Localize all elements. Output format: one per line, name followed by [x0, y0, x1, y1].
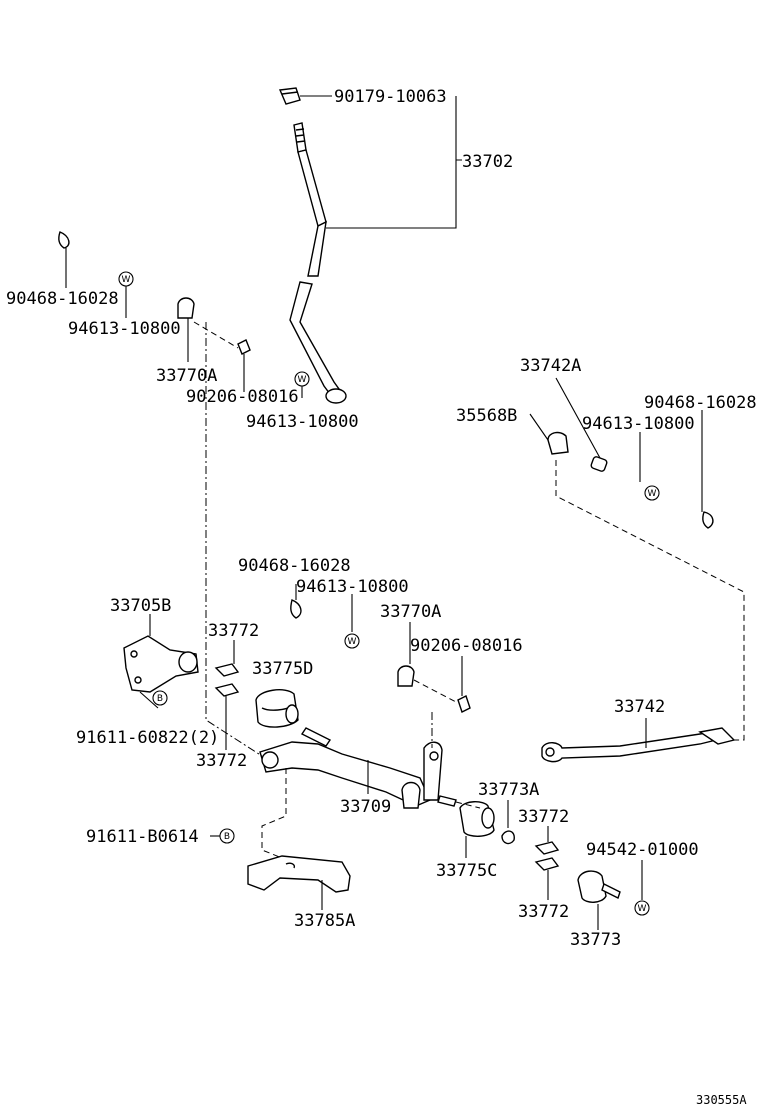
assembly-line-upper-left — [193, 321, 239, 349]
bracket-33705B — [123, 635, 199, 693]
svg-text:B: B — [157, 694, 163, 704]
clip-33772-left-upper — [214, 663, 240, 677]
label-33772-left-upper: 33772 — [208, 621, 259, 641]
label-90468-16028-left: 90468-16028 — [6, 289, 119, 309]
washer-badge-94613-a: W — [118, 271, 134, 287]
leader-33702 — [326, 96, 462, 229]
label-94613-10800-middle: 94613-10800 — [296, 577, 409, 597]
label-90206-08016-lower: 90206-08016 — [410, 636, 523, 656]
clip-33772-right-upper — [534, 841, 560, 855]
bushing-35568B — [547, 431, 569, 455]
bushing-33770A-upper — [177, 297, 195, 362]
label-94613-10800-right: 94613-10800 — [582, 414, 695, 434]
figure-code: 330555A — [696, 1093, 747, 1107]
svg-text:W: W — [638, 904, 647, 914]
bracket-33785A — [247, 855, 351, 893]
washer-badge-94613-b: W — [294, 371, 310, 387]
label-90468-16028-middle: 90468-16028 — [238, 556, 351, 576]
label-90468-16028-right: 90468-16028 — [644, 393, 757, 413]
label-33772-right-upper: 33772 — [518, 807, 569, 827]
clip-33772-right-lower — [534, 857, 560, 871]
label-94613-10800-lever: 94613-10800 — [246, 412, 359, 432]
label-33709: 33709 — [340, 797, 391, 817]
washer-badge-94613-d: W — [344, 633, 360, 649]
label-94613-10800-left: 94613-10800 — [68, 319, 181, 339]
cotter-pin-middle — [290, 599, 302, 619]
label-33702: 33702 — [462, 152, 513, 172]
ball-joint-33773 — [577, 870, 621, 903]
cotter-pin-left — [58, 231, 70, 288]
svg-text:W: W — [348, 637, 357, 647]
bolt-badge-91611-B0614: B — [219, 828, 235, 844]
bushing-33775C — [459, 801, 495, 837]
shift-lever-33702 — [289, 122, 347, 404]
label-33775D: 33775D — [252, 659, 313, 679]
svg-text:B: B — [224, 832, 230, 842]
clip-upper — [237, 339, 251, 392]
label-33705B: 33705B — [110, 596, 171, 616]
label-33772-left-lower: 33772 — [196, 751, 247, 771]
label-33742A: 33742A — [520, 356, 581, 376]
label-94542-01000: 94542-01000 — [586, 840, 699, 860]
label-33785A: 33785A — [294, 911, 355, 931]
assembly-line-middle — [413, 679, 457, 703]
label-33770A-upper: 33770A — [156, 366, 217, 386]
assembly-line-right-rod — [555, 460, 745, 741]
leader-33742A — [555, 377, 601, 459]
label-91611-B0614: 91611-B0614 — [86, 827, 199, 847]
leader-b-91611 — [139, 691, 159, 709]
label-33770A-lower: 33770A — [380, 602, 441, 622]
assembly-line-bracket — [261, 768, 287, 859]
snap-ring-33773A — [501, 830, 515, 845]
label-90179-10063: 90179-10063 — [334, 87, 447, 107]
label-35568B: 35568B — [456, 406, 517, 426]
washer-badge-94542: W — [634, 900, 650, 916]
washer-badge-94613-c: W — [644, 485, 660, 501]
svg-text:W: W — [122, 275, 131, 285]
cotter-pin-right — [702, 511, 714, 529]
assembly-line-left-vertical — [205, 322, 263, 757]
label-33742: 33742 — [614, 697, 665, 717]
shift-knob-nut — [278, 87, 301, 105]
shift-link-33709 — [259, 727, 457, 809]
clip-lower — [457, 695, 471, 713]
label-33772-right-lower: 33772 — [518, 902, 569, 922]
clip-33772-left-lower — [214, 683, 240, 697]
assembly-line-ball-joint — [455, 801, 481, 809]
label-33773: 33773 — [570, 930, 621, 950]
label-90206-08016-upper: 90206-08016 — [186, 387, 299, 407]
label-33775C: 33775C — [436, 861, 497, 881]
bushing-33775D — [255, 689, 299, 728]
shift-rod-33742 — [541, 727, 736, 763]
svg-text:W: W — [298, 375, 307, 385]
label-91611-60822: 91611-60822(2) — [76, 728, 219, 748]
svg-text:W: W — [648, 489, 657, 499]
label-33773A: 33773A — [478, 780, 539, 800]
leader-35568B — [529, 413, 549, 441]
bolt-badge-91611-60822: B — [152, 690, 168, 706]
collar-33742A — [590, 456, 608, 472]
bushing-33770A-lower — [397, 665, 415, 687]
